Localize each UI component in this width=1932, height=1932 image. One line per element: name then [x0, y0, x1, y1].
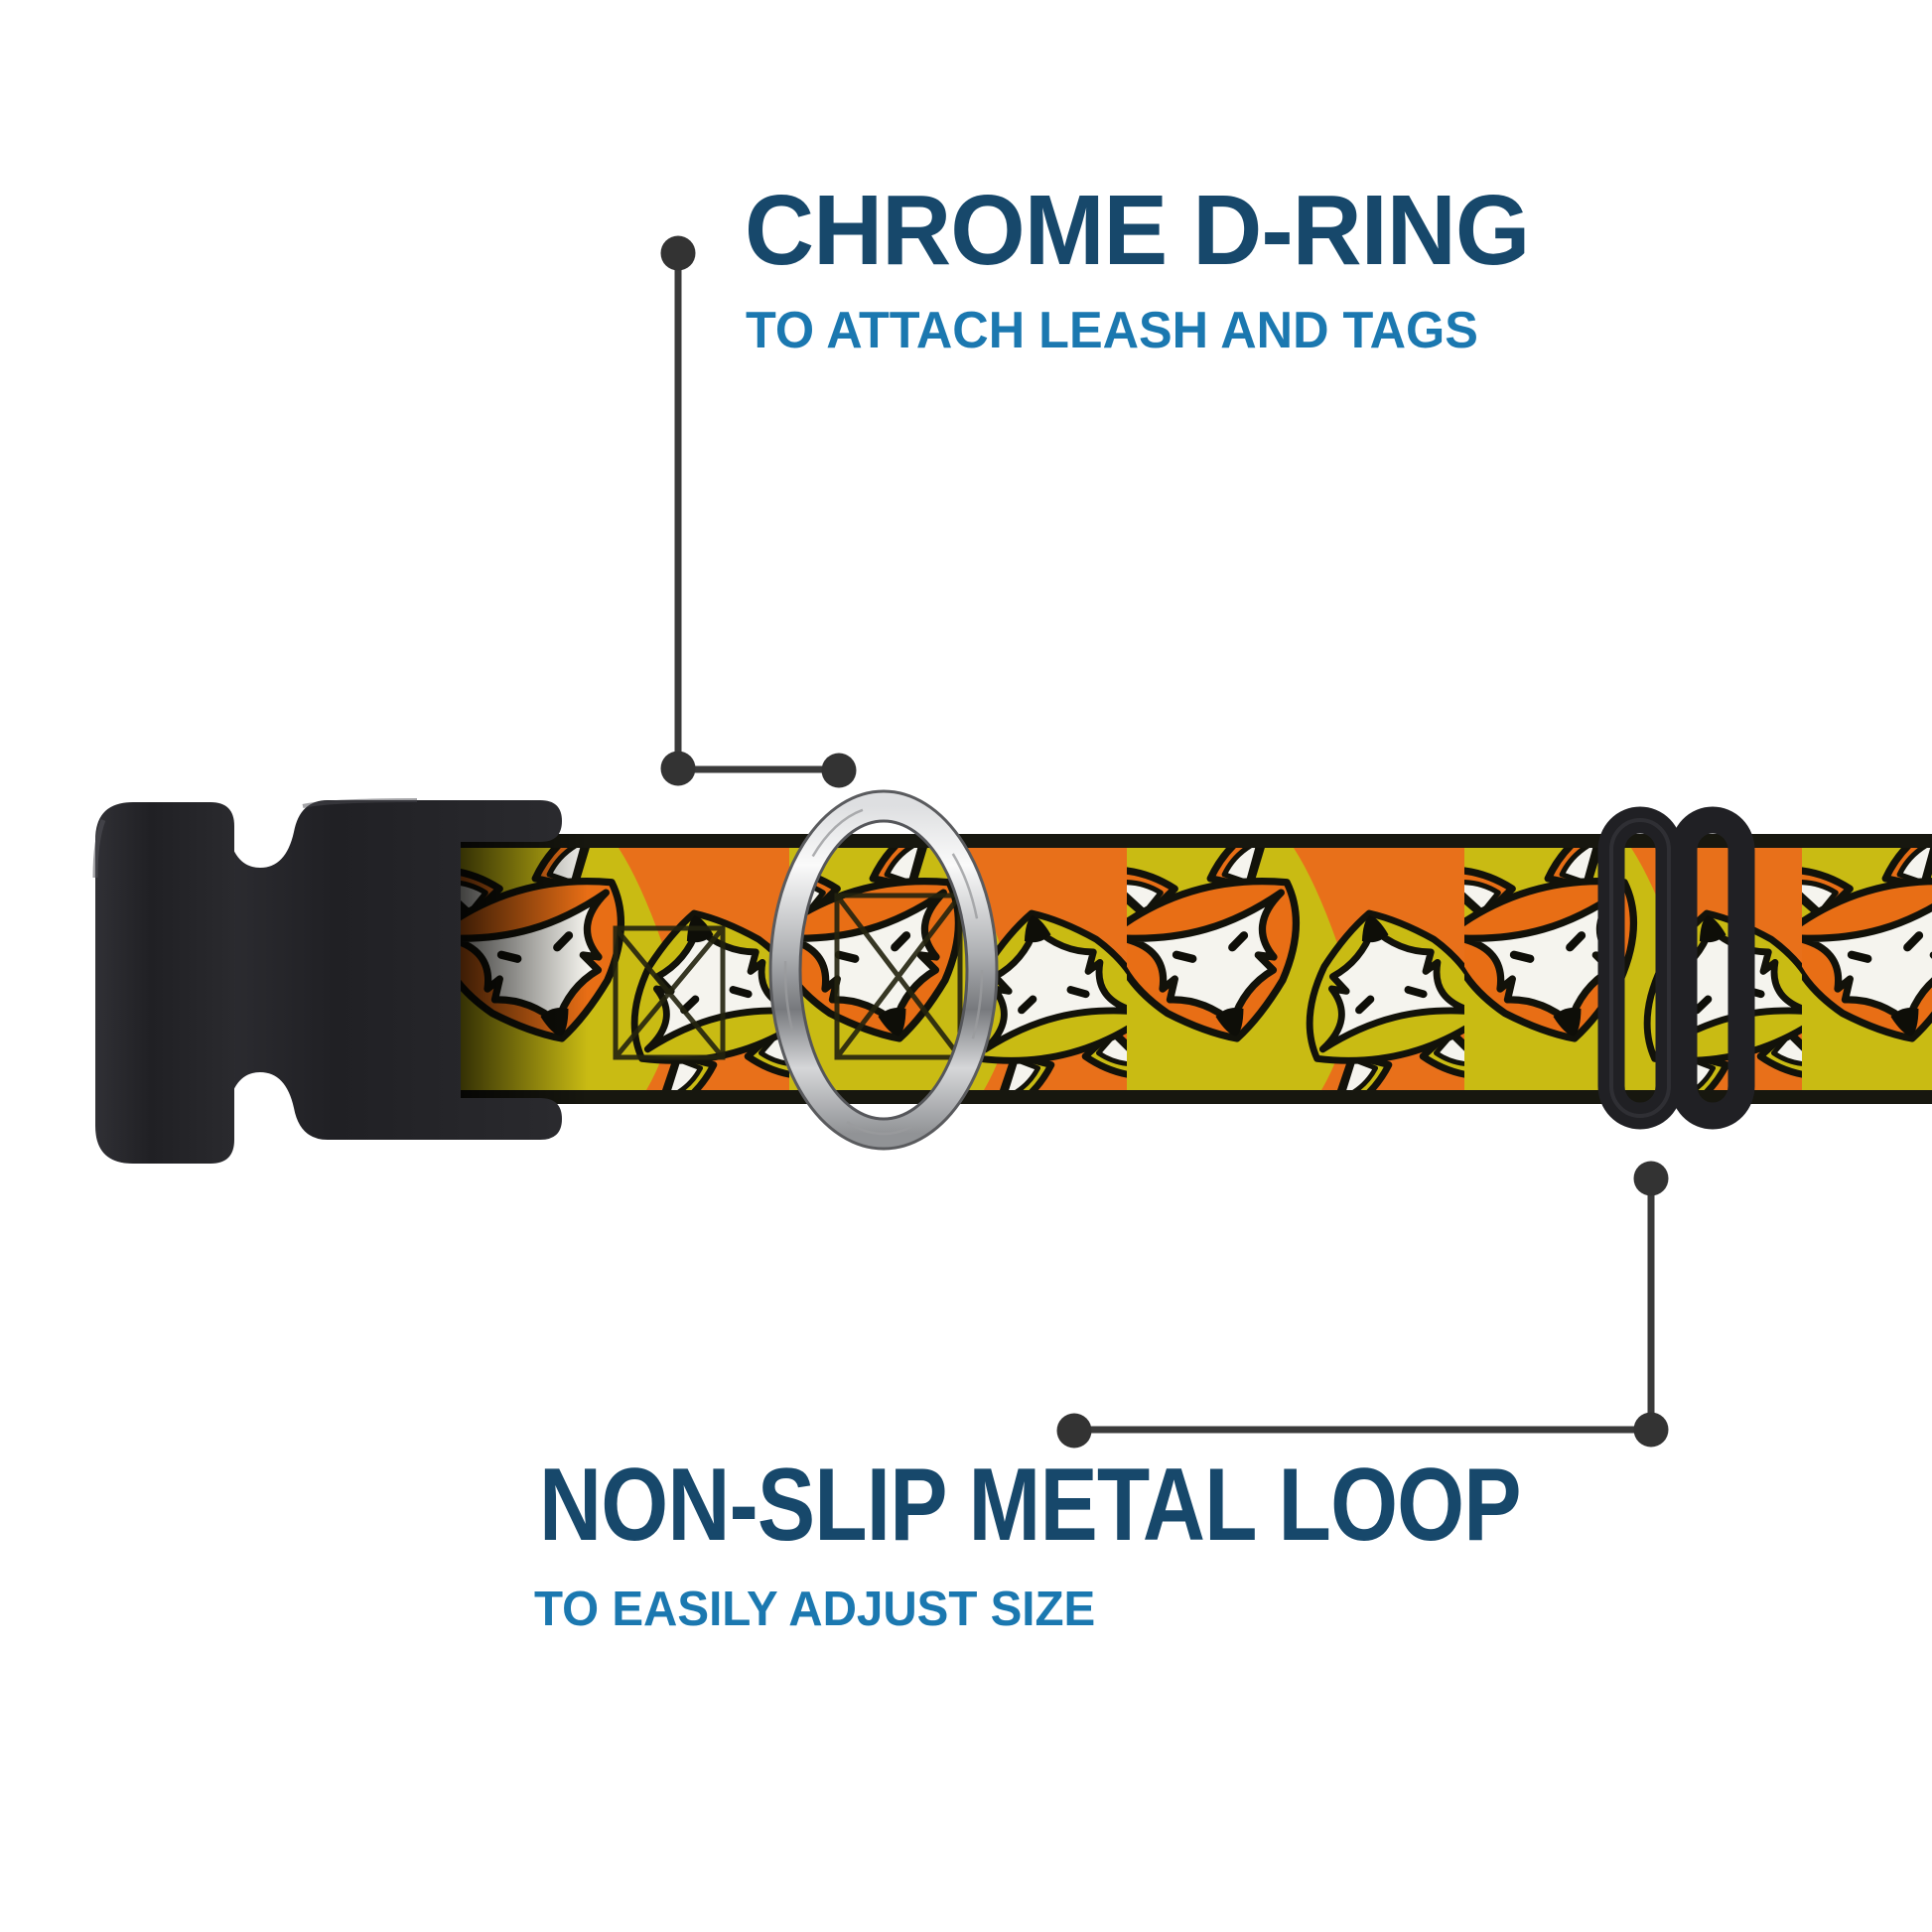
- bottom-callout-title: NON-SLIP METAL LOOP: [539, 1448, 1522, 1563]
- stitch-box-right: [834, 893, 963, 1060]
- callout-dot: [1056, 1413, 1092, 1449]
- callout-lines: [674, 260, 1655, 1434]
- stitch-box-left: [613, 925, 726, 1060]
- bottom-callout-subtitle: TO EASILY ADJUST SIZE: [534, 1583, 1096, 1636]
- callout-dot: [821, 753, 857, 788]
- callout-dot: [1633, 1161, 1669, 1196]
- callout-dot: [1633, 1412, 1669, 1448]
- buckle-mouth-shadow: [459, 834, 588, 1104]
- collar-webbing: [452, 834, 1932, 1104]
- top-callout-subtitle: TO ATTACH LEASH AND TAGS: [746, 302, 1478, 359]
- side-release-buckle: [92, 798, 562, 1164]
- callout-dot: [660, 235, 696, 271]
- metal-loop-slider: [1597, 806, 1755, 1130]
- chrome-d-ring: [768, 789, 999, 1151]
- callout-dots: [660, 235, 1669, 1449]
- top-callout-title: CHROME D-RING: [745, 175, 1530, 286]
- callout-dot: [660, 751, 696, 786]
